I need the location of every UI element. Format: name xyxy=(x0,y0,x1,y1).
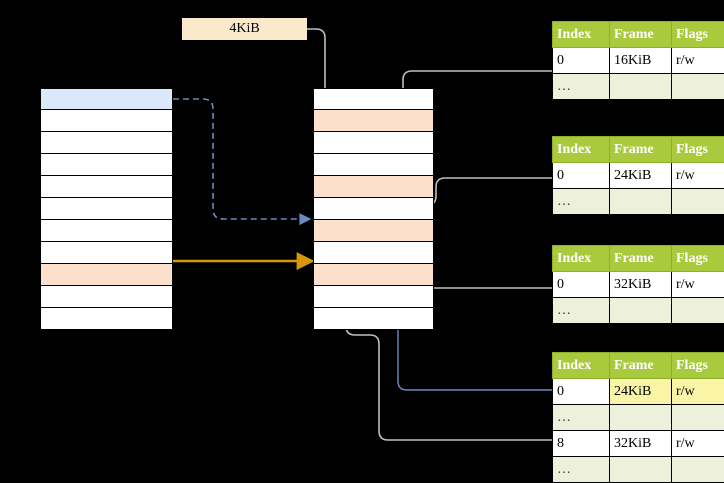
table-row: … xyxy=(553,298,724,324)
table-cell-frame xyxy=(610,298,672,324)
virtual-page-cell xyxy=(40,242,173,264)
table-cell-flags xyxy=(672,74,724,100)
table-cell-frame: 16KiB xyxy=(610,48,672,74)
table-cell-index: 0 xyxy=(553,379,610,405)
table-cell-index: 0 xyxy=(553,272,610,298)
physical-frame-cell xyxy=(313,154,434,176)
table-cell-flags: r/w xyxy=(672,48,724,74)
table-cell-flags: r/w xyxy=(672,163,724,189)
table-cell-frame: 24KiB xyxy=(610,163,672,189)
table-cell-frame xyxy=(610,74,672,100)
physical-frame-cell xyxy=(313,88,434,110)
table-cell-flags xyxy=(672,298,724,324)
table-cell-index: … xyxy=(553,457,610,483)
page-size-label: 4KiB xyxy=(182,18,307,40)
column-header-flags: Flags xyxy=(672,137,724,163)
table-cell-index: … xyxy=(553,189,610,215)
physical-frame-cell xyxy=(313,286,434,308)
column-header-index: Index xyxy=(553,353,610,379)
virtual-page-cell xyxy=(40,264,173,286)
column-header-flags: Flags xyxy=(672,246,724,272)
column-header-frame: Frame xyxy=(610,246,672,272)
table-cell-frame: 32KiB xyxy=(610,272,672,298)
table-cell-flags: r/w xyxy=(672,272,724,298)
table-cell-index: 8 xyxy=(553,431,610,457)
physical-frame-cell xyxy=(313,308,434,330)
physical-frame-cell xyxy=(313,264,434,286)
physical-frame-cell xyxy=(313,110,434,132)
table-cell-frame xyxy=(610,457,672,483)
column-header-frame: Frame xyxy=(610,137,672,163)
table-cell-flags: r/w xyxy=(672,431,724,457)
table-cell-frame xyxy=(610,405,672,431)
physical-memory-column xyxy=(313,88,434,330)
table-row: … xyxy=(553,457,724,483)
column-header-flags: Flags xyxy=(672,353,724,379)
table-row: … xyxy=(553,189,724,215)
virtual-page-cell xyxy=(40,154,173,176)
column-header-index: Index xyxy=(553,137,610,163)
wire-virtual-page-to-frame xyxy=(173,99,305,219)
table-cell-flags xyxy=(672,405,724,431)
virtual-page-cell xyxy=(40,308,173,330)
physical-frame-cell xyxy=(313,220,434,242)
table-header-row: Index Frame Flags xyxy=(553,22,724,48)
table-cell-frame xyxy=(610,189,672,215)
table-cell-index: 0 xyxy=(553,48,610,74)
physical-frame-cell xyxy=(313,176,434,198)
virtual-address-space-column xyxy=(40,88,173,330)
column-header-frame: Frame xyxy=(610,22,672,48)
column-header-index: Index xyxy=(553,246,610,272)
table-cell-flags: r/w xyxy=(672,379,724,405)
physical-frame-cell xyxy=(313,132,434,154)
virtual-page-cell xyxy=(40,132,173,154)
table-row: … xyxy=(553,74,724,100)
virtual-page-cell xyxy=(40,198,173,220)
virtual-page-cell xyxy=(40,176,173,198)
column-header-index: Index xyxy=(553,22,610,48)
table-row: … xyxy=(553,405,724,431)
table-cell-flags xyxy=(672,457,724,483)
virtual-page-cell xyxy=(40,88,173,110)
table-cell-index: … xyxy=(553,298,610,324)
column-header-frame: Frame xyxy=(610,353,672,379)
physical-frame-cell xyxy=(313,242,434,264)
table-cell-frame: 24KiB xyxy=(610,379,672,405)
virtual-page-cell xyxy=(40,110,173,132)
table-header-row: Index Frame Flags xyxy=(553,246,724,272)
table-header-row: Index Frame Flags xyxy=(553,137,724,163)
virtual-page-cell xyxy=(40,220,173,242)
table-cell-index: 0 xyxy=(553,163,610,189)
column-header-flags: Flags xyxy=(672,22,724,48)
table-cell-index: … xyxy=(553,405,610,431)
physical-frame-cell xyxy=(313,198,434,220)
virtual-page-cell xyxy=(40,286,173,308)
table-cell-flags xyxy=(672,189,724,215)
table-cell-frame: 32KiB xyxy=(610,431,672,457)
table-header-row: Index Frame Flags xyxy=(553,353,724,379)
table-cell-index: … xyxy=(553,74,610,100)
